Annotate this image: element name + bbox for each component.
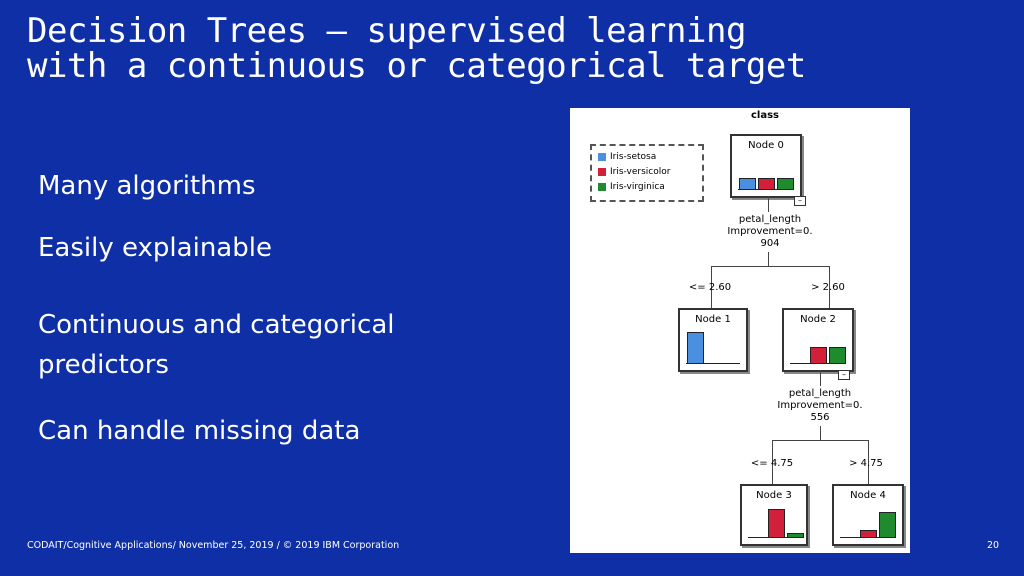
edge-node0-to-split1 (768, 196, 769, 212)
legend-label-setosa: Iris-setosa (610, 152, 657, 162)
tree-node-4-bar-virginica (879, 512, 896, 538)
tree-node-3-bar-versicolor (768, 509, 785, 538)
tree-node-4[interactable]: Node 4 (832, 484, 904, 546)
edge-split1-horizontal (711, 266, 829, 267)
split-1-improvement: Improvement=0. (727, 226, 813, 237)
legend-item-versicolor: Iris-versicolor (598, 166, 670, 178)
tree-node-3-label: Node 3 (756, 490, 792, 501)
split-1-left-condition: <= 2.60 (688, 282, 732, 293)
tree-node-1[interactable]: Node 1 (678, 308, 748, 372)
edge-to-node-1 (711, 266, 712, 308)
tree-node-2-label: Node 2 (800, 314, 836, 325)
tree-legend: Iris-setosa Iris-versicolor Iris-virgini… (590, 144, 704, 202)
tree-node-0-label: Node 0 (748, 140, 784, 151)
legend-swatch-setosa (598, 152, 606, 161)
legend-item-virginica: Iris-virginica (598, 181, 665, 193)
legend-swatch-versicolor (598, 167, 606, 176)
edge-to-node-4 (868, 440, 869, 484)
tree-node-1-baseline (686, 363, 740, 364)
page-number: 20 (987, 540, 1000, 551)
legend-label-virginica: Iris-virginica (610, 182, 665, 192)
node-2-collapse-toggle[interactable]: – (838, 370, 850, 380)
edge-to-node-3 (772, 440, 773, 484)
slide-title-line-1: Decision Trees – supervised learning (27, 11, 746, 51)
slide-footer: CODAIT/Cognitive Applications/ November … (27, 540, 400, 551)
bullet-many-algorithms: Many algorithms (38, 171, 256, 201)
split-2-variable: petal_length (788, 388, 852, 399)
tree-node-4-label: Node 4 (850, 490, 886, 501)
legend-item-setosa: Iris-setosa (598, 151, 656, 163)
split-2-left-condition: <= 4.75 (750, 458, 794, 469)
edge-split2-horizontal (772, 440, 868, 441)
tree-node-2-bar-virginica (829, 347, 846, 364)
bullet-missing-data: Can handle missing data (38, 416, 361, 446)
split-2-improvement-value: 556 (810, 412, 830, 423)
slide-title-line-2: with a continuous or categorical target (27, 46, 806, 86)
bullet-continuous-categorical: Continuous and categorical predictors (38, 310, 395, 380)
split-2-right-condition: > 4.75 (849, 458, 883, 469)
tree-node-2[interactable]: Node 2 (782, 308, 854, 372)
edge-split2-stem (820, 426, 821, 440)
tree-node-0-bar-virginica (777, 178, 794, 190)
slide-title: Decision Trees – supervised learning wit… (27, 14, 806, 84)
tree-node-0[interactable]: Node 0 (730, 134, 802, 198)
tree-target-label: class (750, 110, 779, 121)
legend-label-versicolor: Iris-versicolor (610, 167, 671, 177)
tree-node-4-bar-versicolor (860, 530, 877, 538)
split-1-improvement-value: 904 (760, 238, 780, 249)
bullet-easily-explainable: Easily explainable (38, 233, 272, 263)
tree-node-0-bar-versicolor (758, 178, 775, 190)
split-1-right-condition: > 2.60 (811, 282, 845, 293)
node-0-collapse-toggle[interactable]: – (794, 196, 806, 206)
tree-node-1-bar-setosa (687, 332, 704, 364)
split-2-improvement: Improvement=0. (777, 400, 863, 411)
tree-node-2-bar-versicolor (810, 347, 827, 364)
tree-node-0-bar-setosa (739, 178, 756, 190)
decision-tree-diagram: class Iris-setosa Iris-versicolor Iris-v… (570, 108, 910, 553)
legend-swatch-virginica (598, 182, 606, 191)
edge-to-node-2 (829, 266, 830, 308)
edge-node2-to-split2 (820, 370, 821, 386)
split-1-variable: petal_length (738, 214, 802, 225)
edge-split1-stem (768, 252, 769, 266)
tree-node-3[interactable]: Node 3 (740, 484, 808, 546)
tree-node-3-bar-virginica (787, 533, 804, 538)
tree-node-1-label: Node 1 (695, 314, 731, 325)
